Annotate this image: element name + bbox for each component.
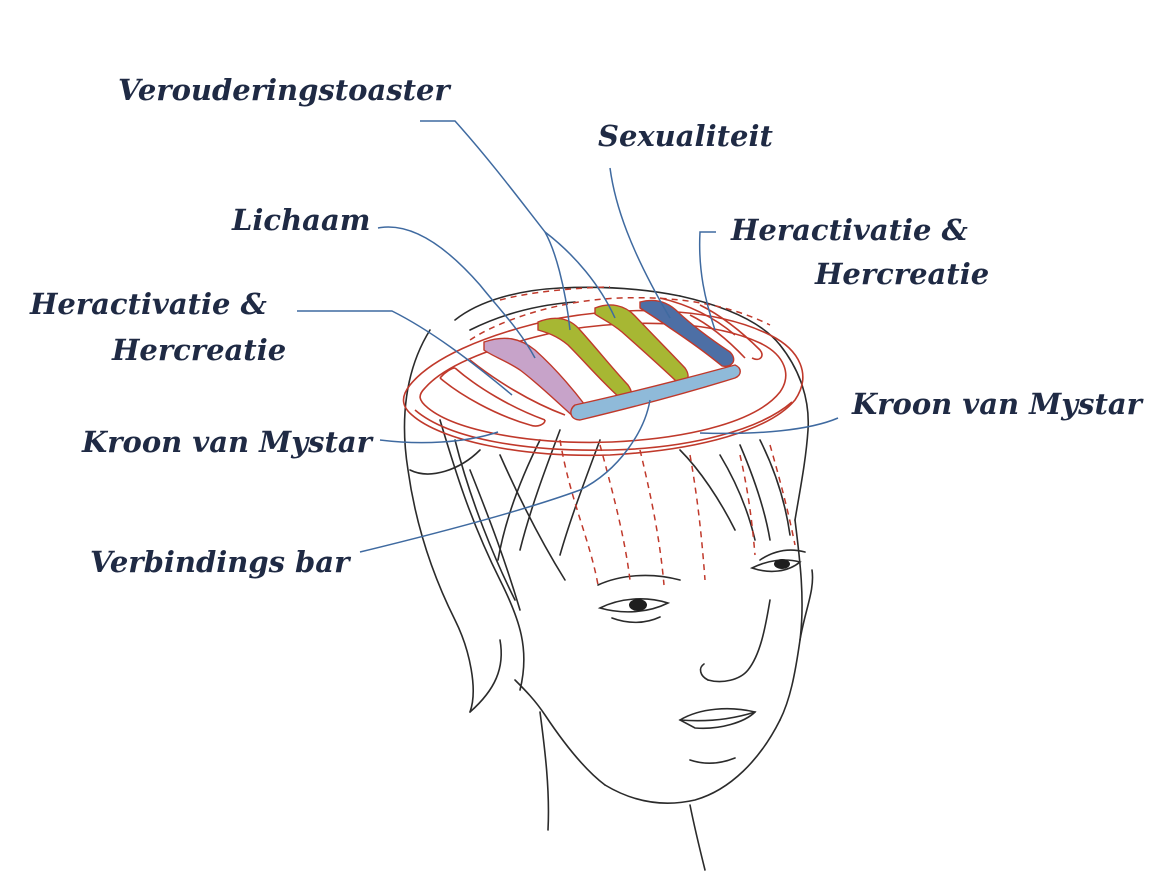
leader-heractivatie-right — [698, 231, 716, 331]
leader-lines — [297, 120, 839, 553]
leader-lichaam — [377, 226, 536, 359]
band-lichaam — [483, 337, 588, 420]
leader-verouderingstoaster-1 — [420, 120, 571, 331]
leader-verbindings-bar — [359, 399, 651, 553]
leader-kroon-left — [379, 431, 499, 444]
leader-sexualiteit — [609, 167, 671, 319]
label-heractivatie-left-line1: Heractivatie & — [30, 287, 267, 321]
iris-left — [629, 599, 647, 611]
eye-left — [597, 598, 671, 613]
hair-outline-left — [403, 329, 474, 713]
eyebrow-right — [759, 549, 806, 561]
nose — [707, 599, 771, 683]
jaw-outline — [604, 719, 781, 804]
label-sexualiteit: Sexualiteit — [598, 119, 773, 153]
band-verbindings — [570, 364, 741, 421]
leader-kroon-right — [699, 417, 839, 435]
label-verouderingstoaster: Verouderingstoaster — [118, 73, 450, 107]
label-verbindings-bar: Verbindings bar — [90, 545, 350, 579]
label-kroon-left: Kroon van Mystar — [82, 425, 372, 459]
label-heractivatie-right-line1: Heractivatie & — [731, 213, 968, 247]
leader-verouderingstoaster-2 — [544, 231, 616, 319]
eyebrow-left — [597, 574, 681, 586]
forehead-channels — [469, 286, 796, 586]
label-kroon-right: Kroon van Mystar — [852, 387, 1142, 421]
head-sketch — [403, 286, 814, 871]
leader-heractivatie-left — [297, 310, 513, 396]
lips — [678, 707, 757, 730]
label-heractivatie-left-line2: Hercreatie — [112, 333, 287, 367]
label-heractivatie-right-line2: Hercreatie — [815, 257, 990, 291]
label-lichaam: Lichaam — [232, 203, 371, 237]
iris-right — [774, 559, 790, 569]
band-sexualiteit — [639, 299, 735, 367]
eye-right — [749, 559, 802, 573]
